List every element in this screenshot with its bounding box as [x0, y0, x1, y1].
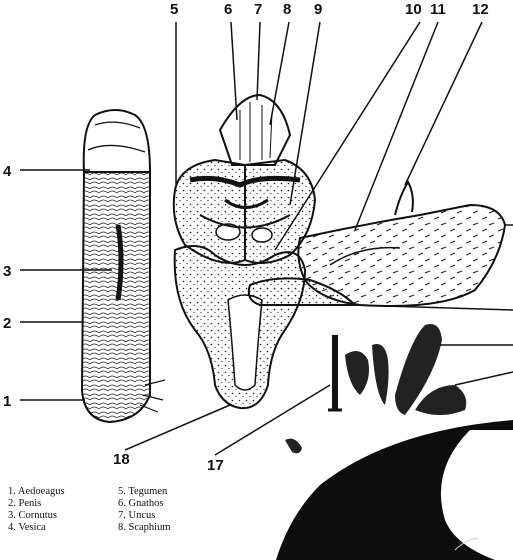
legend-item: 8. Scaphium: [118, 522, 171, 534]
legend-item: 7. Uncus: [118, 510, 171, 522]
callout-2: 2: [3, 315, 11, 332]
callout-17: 17: [207, 457, 224, 474]
legend-left: 1. Aedoeagus 2. Penis 3. Cornutus 4. Ves…: [8, 486, 65, 534]
legend-item: 4. Vesica: [8, 522, 65, 534]
legend-item: 2. Penis: [8, 498, 65, 510]
callout-11: 11: [430, 1, 446, 18]
legend-item: 5. Tegumen: [118, 486, 171, 498]
callout-7: 7: [254, 1, 262, 18]
callout-5: 5: [170, 1, 178, 18]
callout-4: 4: [3, 163, 12, 180]
aedoeagus-drawing: [82, 110, 165, 422]
callout-6: 6: [224, 1, 232, 18]
legend-right: 5. Tegumen 6. Gnathos 7. Uncus 8. Scaphi…: [118, 486, 171, 534]
callout-18: 18: [113, 451, 130, 468]
legend-item: 6. Gnathos: [118, 498, 171, 510]
callout-8: 8: [283, 1, 291, 18]
callout-12: 12: [472, 1, 489, 18]
callout-3: 3: [3, 263, 11, 280]
legend-item: 1. Aedoeagus: [8, 486, 65, 498]
legend-item: 3. Cornutus: [8, 510, 65, 522]
callout-10: 10: [405, 1, 422, 18]
callout-1: 1: [3, 393, 11, 410]
tegumen-drawing: [174, 95, 315, 408]
sectioned-disc-drawing: [276, 420, 513, 560]
callout-9: 9: [314, 1, 322, 18]
